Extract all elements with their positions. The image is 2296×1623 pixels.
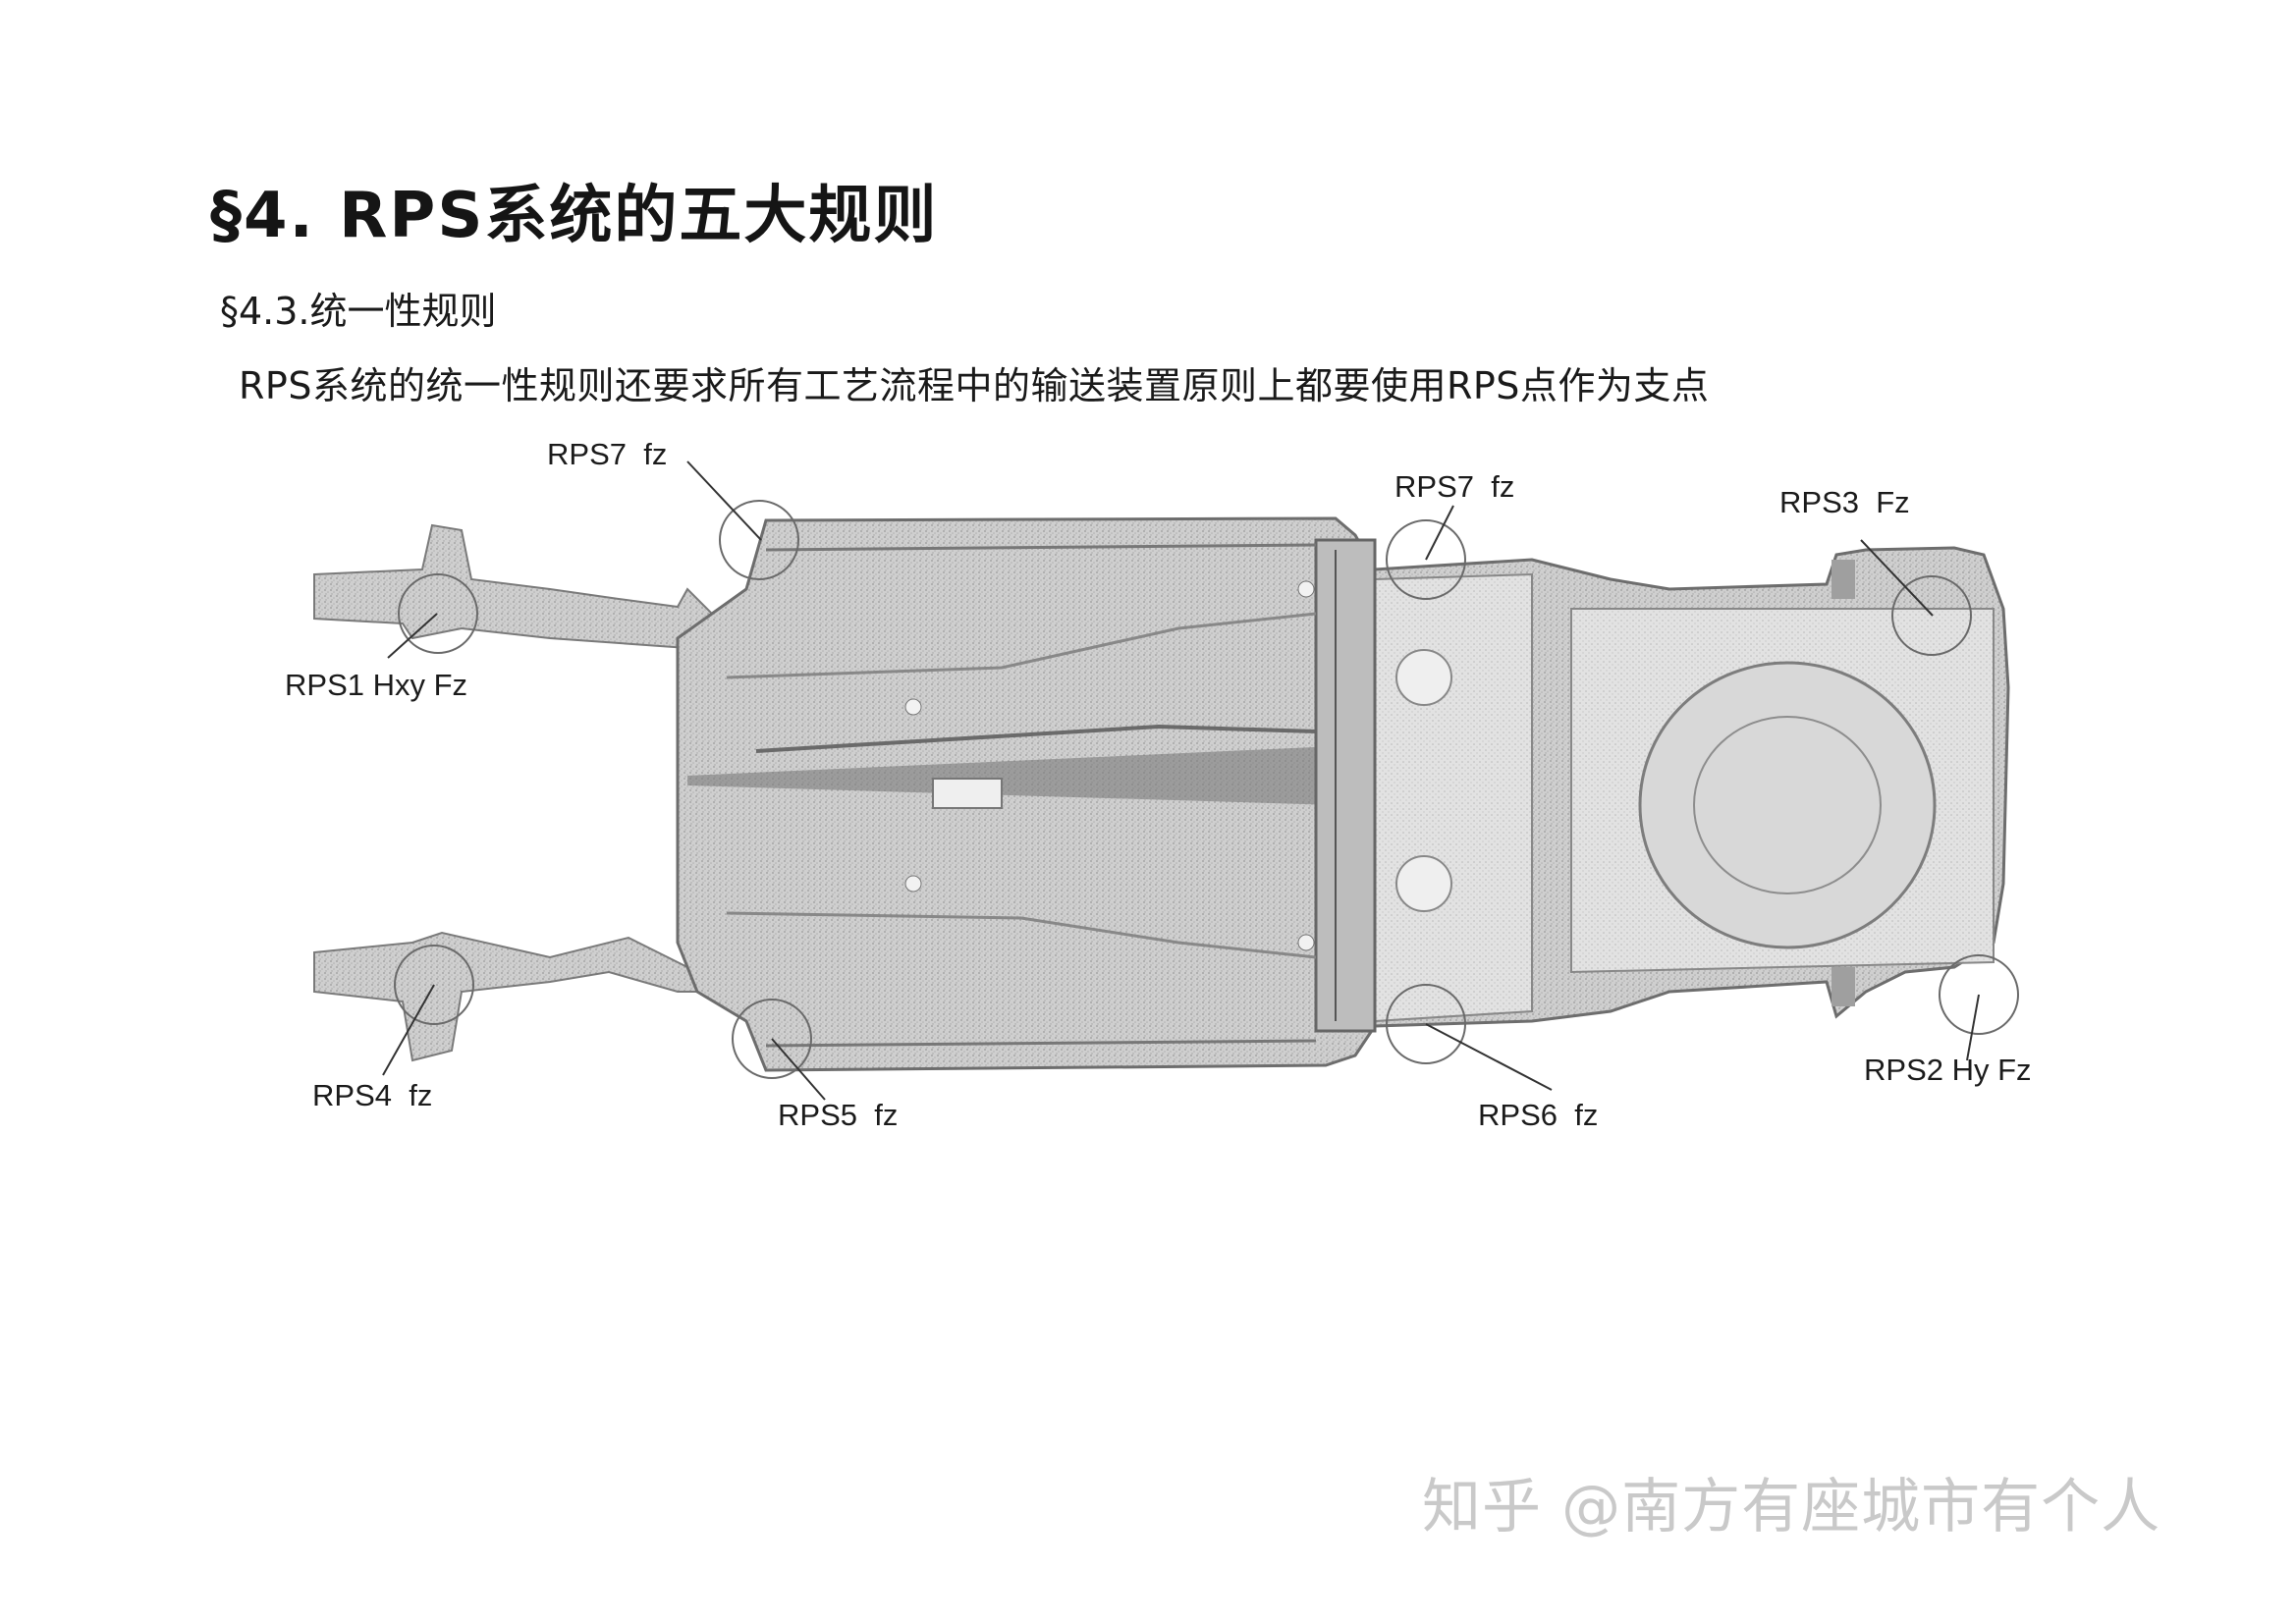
rps3-label: RPS3 Fz — [1779, 485, 1910, 519]
rps1-label: RPS1 Hxy Fz — [285, 668, 468, 702]
rps7-left-leader — [686, 460, 762, 541]
rps4-label: RPS4 fz — [312, 1078, 433, 1112]
rps7-right-label: RPS7 fz — [1394, 469, 1515, 504]
rps3-leader — [1860, 539, 1934, 617]
rps1-leader — [387, 613, 438, 659]
section-subtitle: §4.3.统一性规则 — [220, 290, 497, 333]
rps2-label: RPS2 Hy Fz — [1864, 1053, 2032, 1087]
rps7-left-marker — [719, 500, 799, 580]
rps4-marker — [394, 945, 474, 1025]
rps5-leader — [771, 1038, 826, 1101]
page-title: §4. RPS系统的五大规则 — [210, 180, 939, 252]
rps2-leader — [1966, 994, 1980, 1061]
front-rail-upper — [313, 523, 729, 650]
rps7-right-marker — [1386, 519, 1466, 600]
rps5-label: RPS5 fz — [778, 1098, 899, 1132]
rps5-marker — [732, 999, 812, 1079]
rps6-label: RPS6 fz — [1478, 1098, 1599, 1132]
rps4-leader — [382, 984, 435, 1076]
rps2-marker — [1939, 954, 2019, 1035]
underbody-floor — [676, 516, 2010, 1072]
rps6-leader — [1425, 1023, 1553, 1091]
rps7-left-label: RPS7 fz — [547, 437, 668, 471]
watermark: 知乎 @南方有座城市有个人 — [1422, 1473, 2161, 1542]
rps1-marker — [398, 573, 478, 654]
rps6-marker — [1386, 984, 1466, 1064]
rps7-right-leader — [1425, 505, 1454, 561]
rps3-marker — [1891, 575, 1972, 656]
front-rail-lower — [313, 931, 710, 1062]
section-description: RPS系统的统一性规则还要求所有工艺流程中的输送装置原则上都要使用RPS点作为支… — [239, 364, 1710, 407]
